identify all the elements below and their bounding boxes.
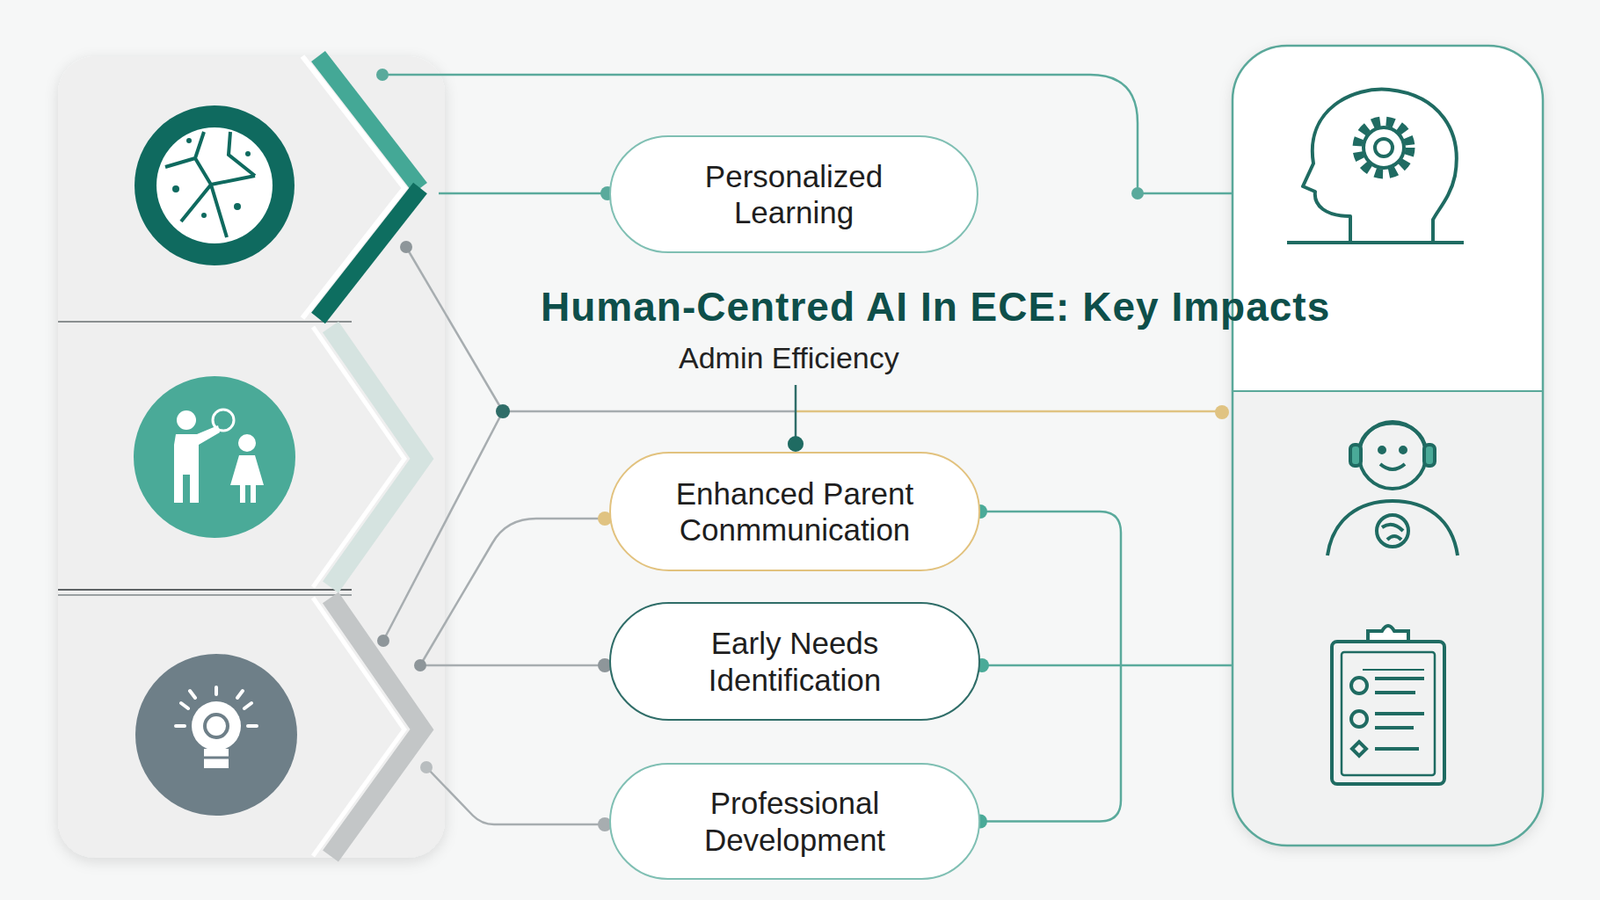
head-gear-icon xyxy=(1287,89,1464,243)
impact-pill: Professional Development xyxy=(609,763,981,880)
pill-label: Professional Development xyxy=(649,785,940,859)
impact-pill: Enhanced Parent Conmmunication xyxy=(609,451,981,572)
right-panel xyxy=(1232,45,1543,849)
headset-person-icon xyxy=(1327,421,1458,556)
edge-connector xyxy=(973,504,1121,830)
clipboard-icon xyxy=(1331,625,1445,785)
teacher-child-icon xyxy=(133,376,296,539)
left-panel xyxy=(58,56,445,859)
impact-pill: Early Needs Identification xyxy=(609,602,981,721)
lightbulb-icon xyxy=(135,654,298,816)
impact-pill: Personalized Learning xyxy=(609,135,979,254)
impact-label: Admin Efficiency xyxy=(678,341,900,376)
pill-label: Early Needs Identification xyxy=(649,625,940,699)
pill-label: Personalized Learning xyxy=(648,158,939,232)
diagram-title: Human-Centred AI In ECE: Key Impacts xyxy=(540,283,1331,331)
connector-dots xyxy=(376,68,1230,832)
edge-line xyxy=(980,511,1121,822)
connector-lines xyxy=(382,74,1233,825)
brain-icon xyxy=(134,105,295,266)
pill-label: Enhanced Parent Conmmunication xyxy=(649,475,940,549)
